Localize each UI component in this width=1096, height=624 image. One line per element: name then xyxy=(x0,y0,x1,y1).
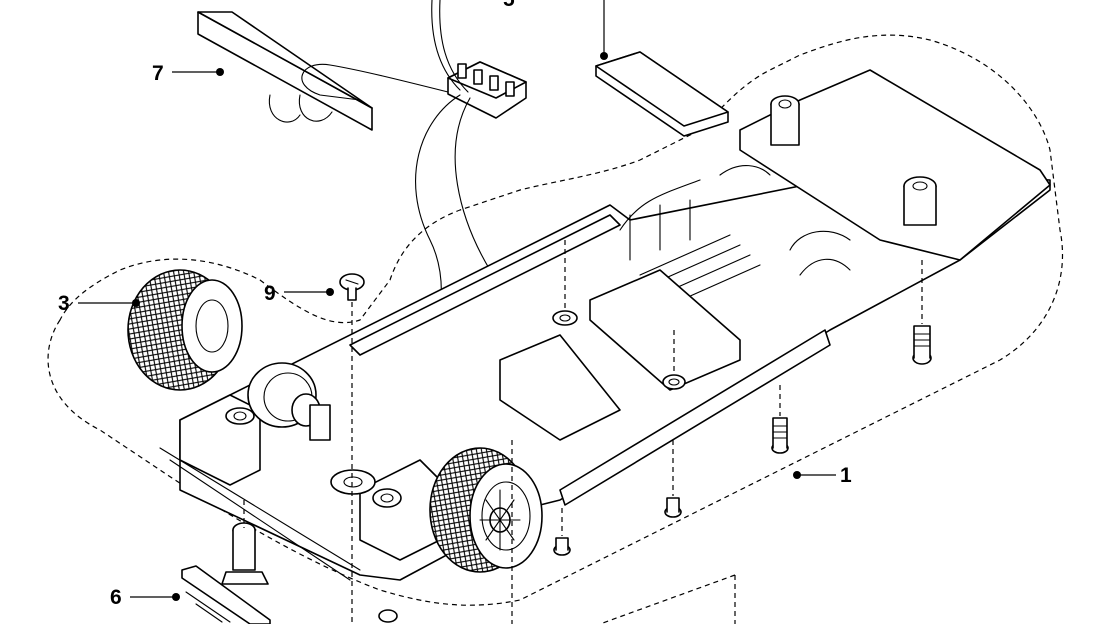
callout-6: 6 xyxy=(110,586,180,609)
callout-7: 7 xyxy=(152,62,224,85)
callout-3-label: 3 xyxy=(58,292,70,315)
part-7-board xyxy=(197,11,373,131)
callout-6-label: 6 xyxy=(110,586,122,609)
part-9-screw xyxy=(339,273,365,624)
part-5-connector xyxy=(301,0,527,451)
callout-5: 5 xyxy=(503,0,608,60)
callout-9-label: 9 xyxy=(264,282,276,305)
lower-dashed-outline xyxy=(599,574,736,624)
mounting-screws xyxy=(378,240,932,624)
callout-1-label: 1 xyxy=(840,464,852,487)
callout-7-label: 7 xyxy=(152,62,164,85)
part-3-tire xyxy=(127,269,243,391)
foam-block-part xyxy=(595,51,729,137)
callout-5-label: 5 xyxy=(503,0,515,11)
callout-9: 9 xyxy=(264,282,334,305)
front-wheel xyxy=(429,447,543,573)
part-6-bumper xyxy=(181,500,271,624)
chassis-body xyxy=(159,69,1051,581)
motor-roller xyxy=(247,362,331,441)
assembly-boundary-outline xyxy=(47,34,1064,606)
callout-1: 1 xyxy=(793,464,852,487)
callout-3: 3 xyxy=(58,292,140,315)
